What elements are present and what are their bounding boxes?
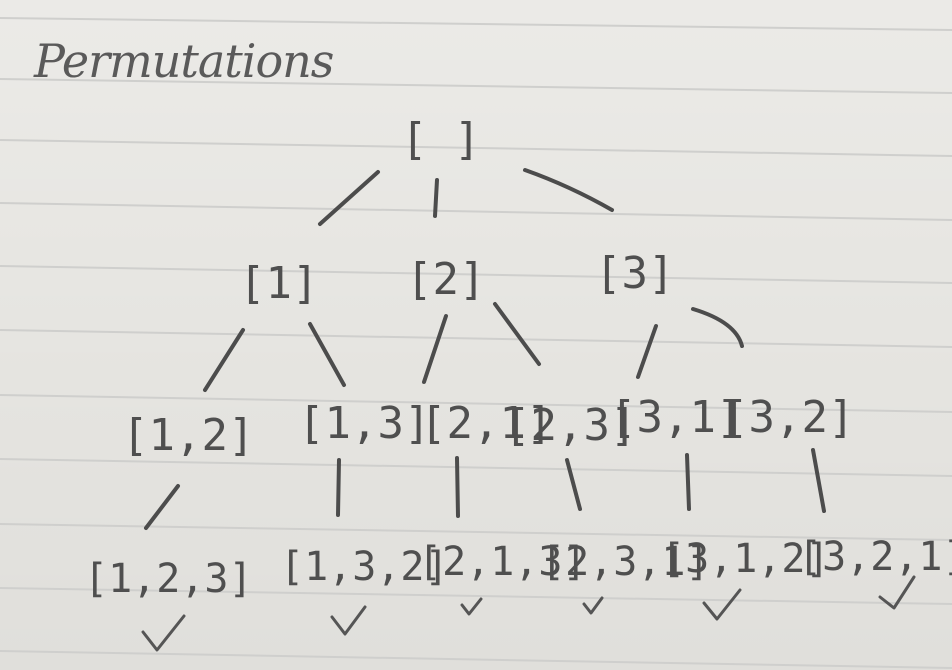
node-root: [ ] xyxy=(401,114,480,165)
edge-root-3 xyxy=(523,168,614,212)
edge-root-1 xyxy=(318,170,380,226)
edge-2-21 xyxy=(422,314,448,384)
edge-root-2 xyxy=(433,178,439,218)
node-2-1-3: [2,1,3] xyxy=(418,539,587,585)
ruled-line xyxy=(0,78,952,94)
edge-12-123 xyxy=(144,484,180,530)
edge-3-31 xyxy=(636,324,658,379)
ruled-line xyxy=(0,202,952,221)
check-icon xyxy=(141,614,186,652)
ruled-line xyxy=(0,523,952,541)
ruled-line xyxy=(0,587,952,605)
ruled-lines xyxy=(0,17,952,669)
edge-2-23 xyxy=(493,302,541,366)
node-1-2-3: [1,2,3] xyxy=(84,556,253,602)
node-2-1: [2,1] xyxy=(420,398,552,449)
node-2-3: [2,3] xyxy=(504,400,636,451)
edge-3-32 xyxy=(691,307,744,348)
ruled-line xyxy=(0,265,952,284)
node-2-3-1: [2,3,1] xyxy=(541,539,710,585)
edge-31-312 xyxy=(685,453,691,511)
edge-13-132 xyxy=(336,458,341,517)
node-3-2: [3,2] xyxy=(722,392,854,443)
ruled-line xyxy=(0,17,952,31)
node-2: [2] xyxy=(406,254,485,305)
node-1-3: [1,3] xyxy=(298,398,430,449)
edges xyxy=(144,168,826,530)
node-3-2-1: [3,2,1] xyxy=(798,534,952,580)
edge-1-12 xyxy=(203,328,245,392)
edge-21-213 xyxy=(455,456,460,518)
node-3: [3] xyxy=(595,248,674,299)
ruled-line xyxy=(0,650,952,669)
node-1-3-2: [1,3,2] xyxy=(280,544,449,590)
node-1: [1] xyxy=(239,258,318,309)
check-icon xyxy=(878,575,916,610)
ruled-line xyxy=(0,458,952,477)
check-icon xyxy=(330,605,367,636)
node-1-2: [1,2] xyxy=(122,410,254,461)
check-icon xyxy=(460,597,483,616)
node-3-1: [3,1] xyxy=(610,392,742,443)
page-title: Permutations xyxy=(33,34,334,88)
edge-1-13 xyxy=(308,322,346,387)
ruled-line xyxy=(0,394,952,413)
edge-32-321 xyxy=(811,448,826,513)
ruled-line xyxy=(0,329,952,348)
check-icon xyxy=(702,588,742,621)
check-icon xyxy=(582,596,604,615)
ruled-line xyxy=(0,139,952,157)
edge-23-231 xyxy=(565,458,582,511)
check-marks xyxy=(141,575,916,652)
tree-nodes: [ ] [1] [2] [3] [1,2] [1,3] [2,1] [2,3] … xyxy=(84,114,952,602)
node-3-1-2: [3,1,2] xyxy=(661,536,830,582)
